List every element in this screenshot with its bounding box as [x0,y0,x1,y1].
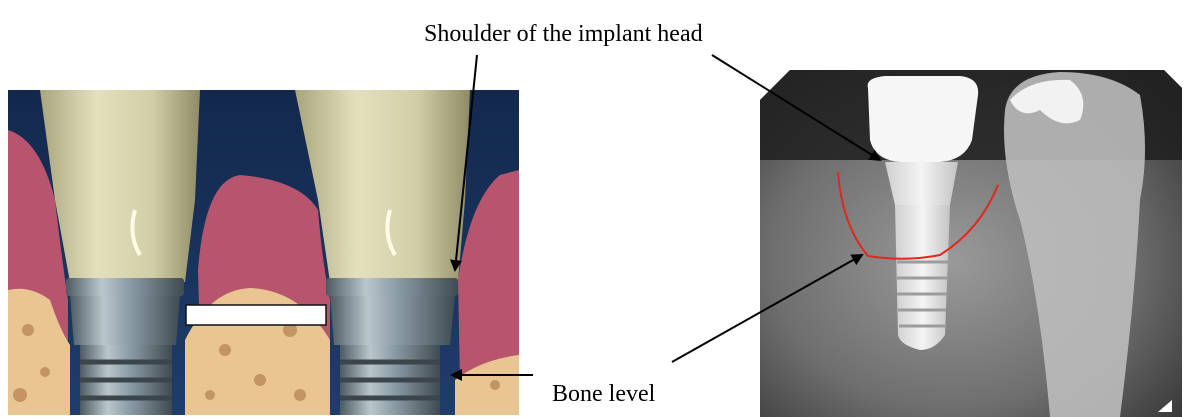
implant-left [66,278,184,415]
implant-illustration [8,90,519,415]
radiograph [760,70,1182,417]
bone-level-label: Bone level [552,382,655,406]
implant-right [326,278,458,415]
redaction-box [186,305,326,325]
radiograph-abutment [885,162,958,205]
radiograph-crown [868,76,979,162]
shoulder-label: Shoulder of the implant head [424,22,703,46]
